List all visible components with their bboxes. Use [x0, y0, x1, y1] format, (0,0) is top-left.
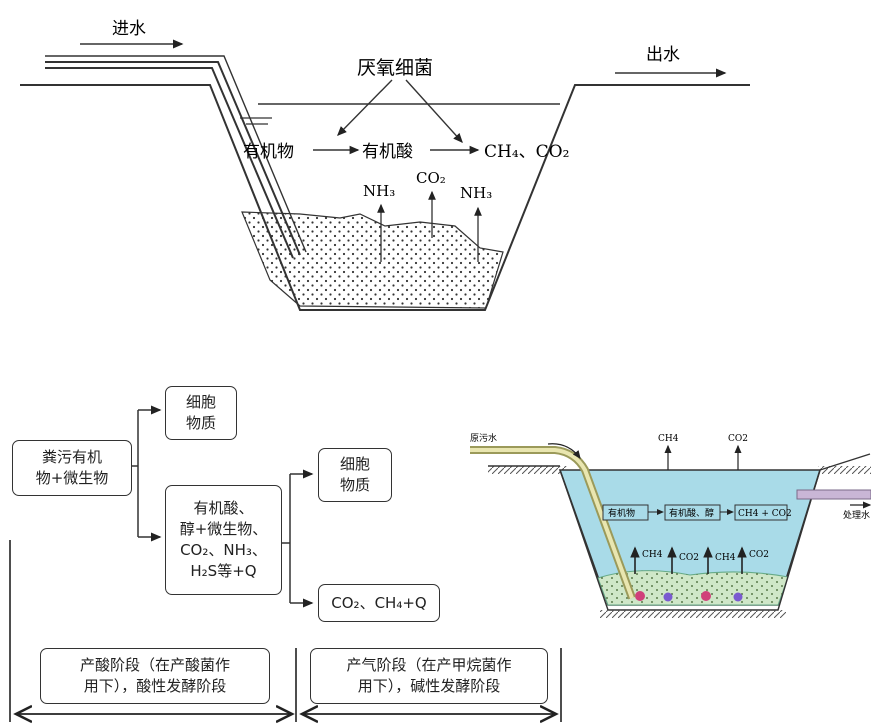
intermediate-box: 有机酸、 醇+微生物、 CO₂、NH₃、 H₂S等+Q	[165, 485, 282, 595]
up-co2-2-label: CO2	[749, 550, 769, 560]
organic-matter-label: 有机物	[243, 142, 294, 162]
inlet-label: 进水	[112, 19, 146, 39]
box-organic-label: 有机物	[608, 507, 635, 519]
final-products-box: CO₂、CH₄+Q	[318, 584, 440, 622]
box-acid-label: 有机酸、醇	[669, 507, 714, 519]
up-co2-1-label: CO2	[679, 553, 699, 563]
source-box: 粪污有机 物+微生物	[12, 440, 132, 496]
acid-stage-box: 产酸阶段（在产酸菌作 用下），酸性发酵阶段	[40, 648, 270, 704]
bacteria-label: 厌氧细菌	[357, 57, 433, 79]
products-label: CH₄、CO₂	[484, 142, 569, 162]
nh3-right-label: NH₃	[460, 184, 492, 202]
right-tank-diagram: 原污水 处理水 CH4 CO2 有机物 有机酸、醇 CH4 + CO2 CH4 …	[470, 432, 871, 618]
sludge-layer	[241, 211, 504, 309]
inlet-pipe	[45, 61, 301, 259]
cell-matter-box-2: 细胞 物质	[318, 448, 392, 502]
ch4-out-label: CH4	[658, 434, 679, 444]
raw-water-label: 原污水	[470, 432, 497, 444]
box-products-label: CH4 + CO2	[738, 509, 792, 519]
co2-label: CO₂	[416, 169, 446, 187]
cell-matter-box-1: 细胞 物质	[165, 386, 237, 440]
top-tank-diagram: 进水 出水 厌氧细菌 有机物 有机酸 CH₄、CO₂ NH₃ CO₂ NH₃	[20, 19, 750, 311]
organic-acid-label: 有机酸	[362, 142, 413, 162]
co2-out-label: CO2	[728, 434, 748, 444]
treated-water-label: 处理水	[843, 509, 870, 521]
gas-stage-box: 产气阶段（在产甲烷菌作 用下），碱性发酵阶段	[310, 648, 548, 704]
up-ch4-1-label: CH4	[642, 550, 663, 560]
up-ch4-2-label: CH4	[715, 553, 736, 563]
tank-outline	[20, 84, 750, 311]
outlet-pipe	[796, 489, 871, 500]
nh3-left-label: NH₃	[363, 182, 395, 200]
outlet-label: 出水	[646, 45, 680, 65]
